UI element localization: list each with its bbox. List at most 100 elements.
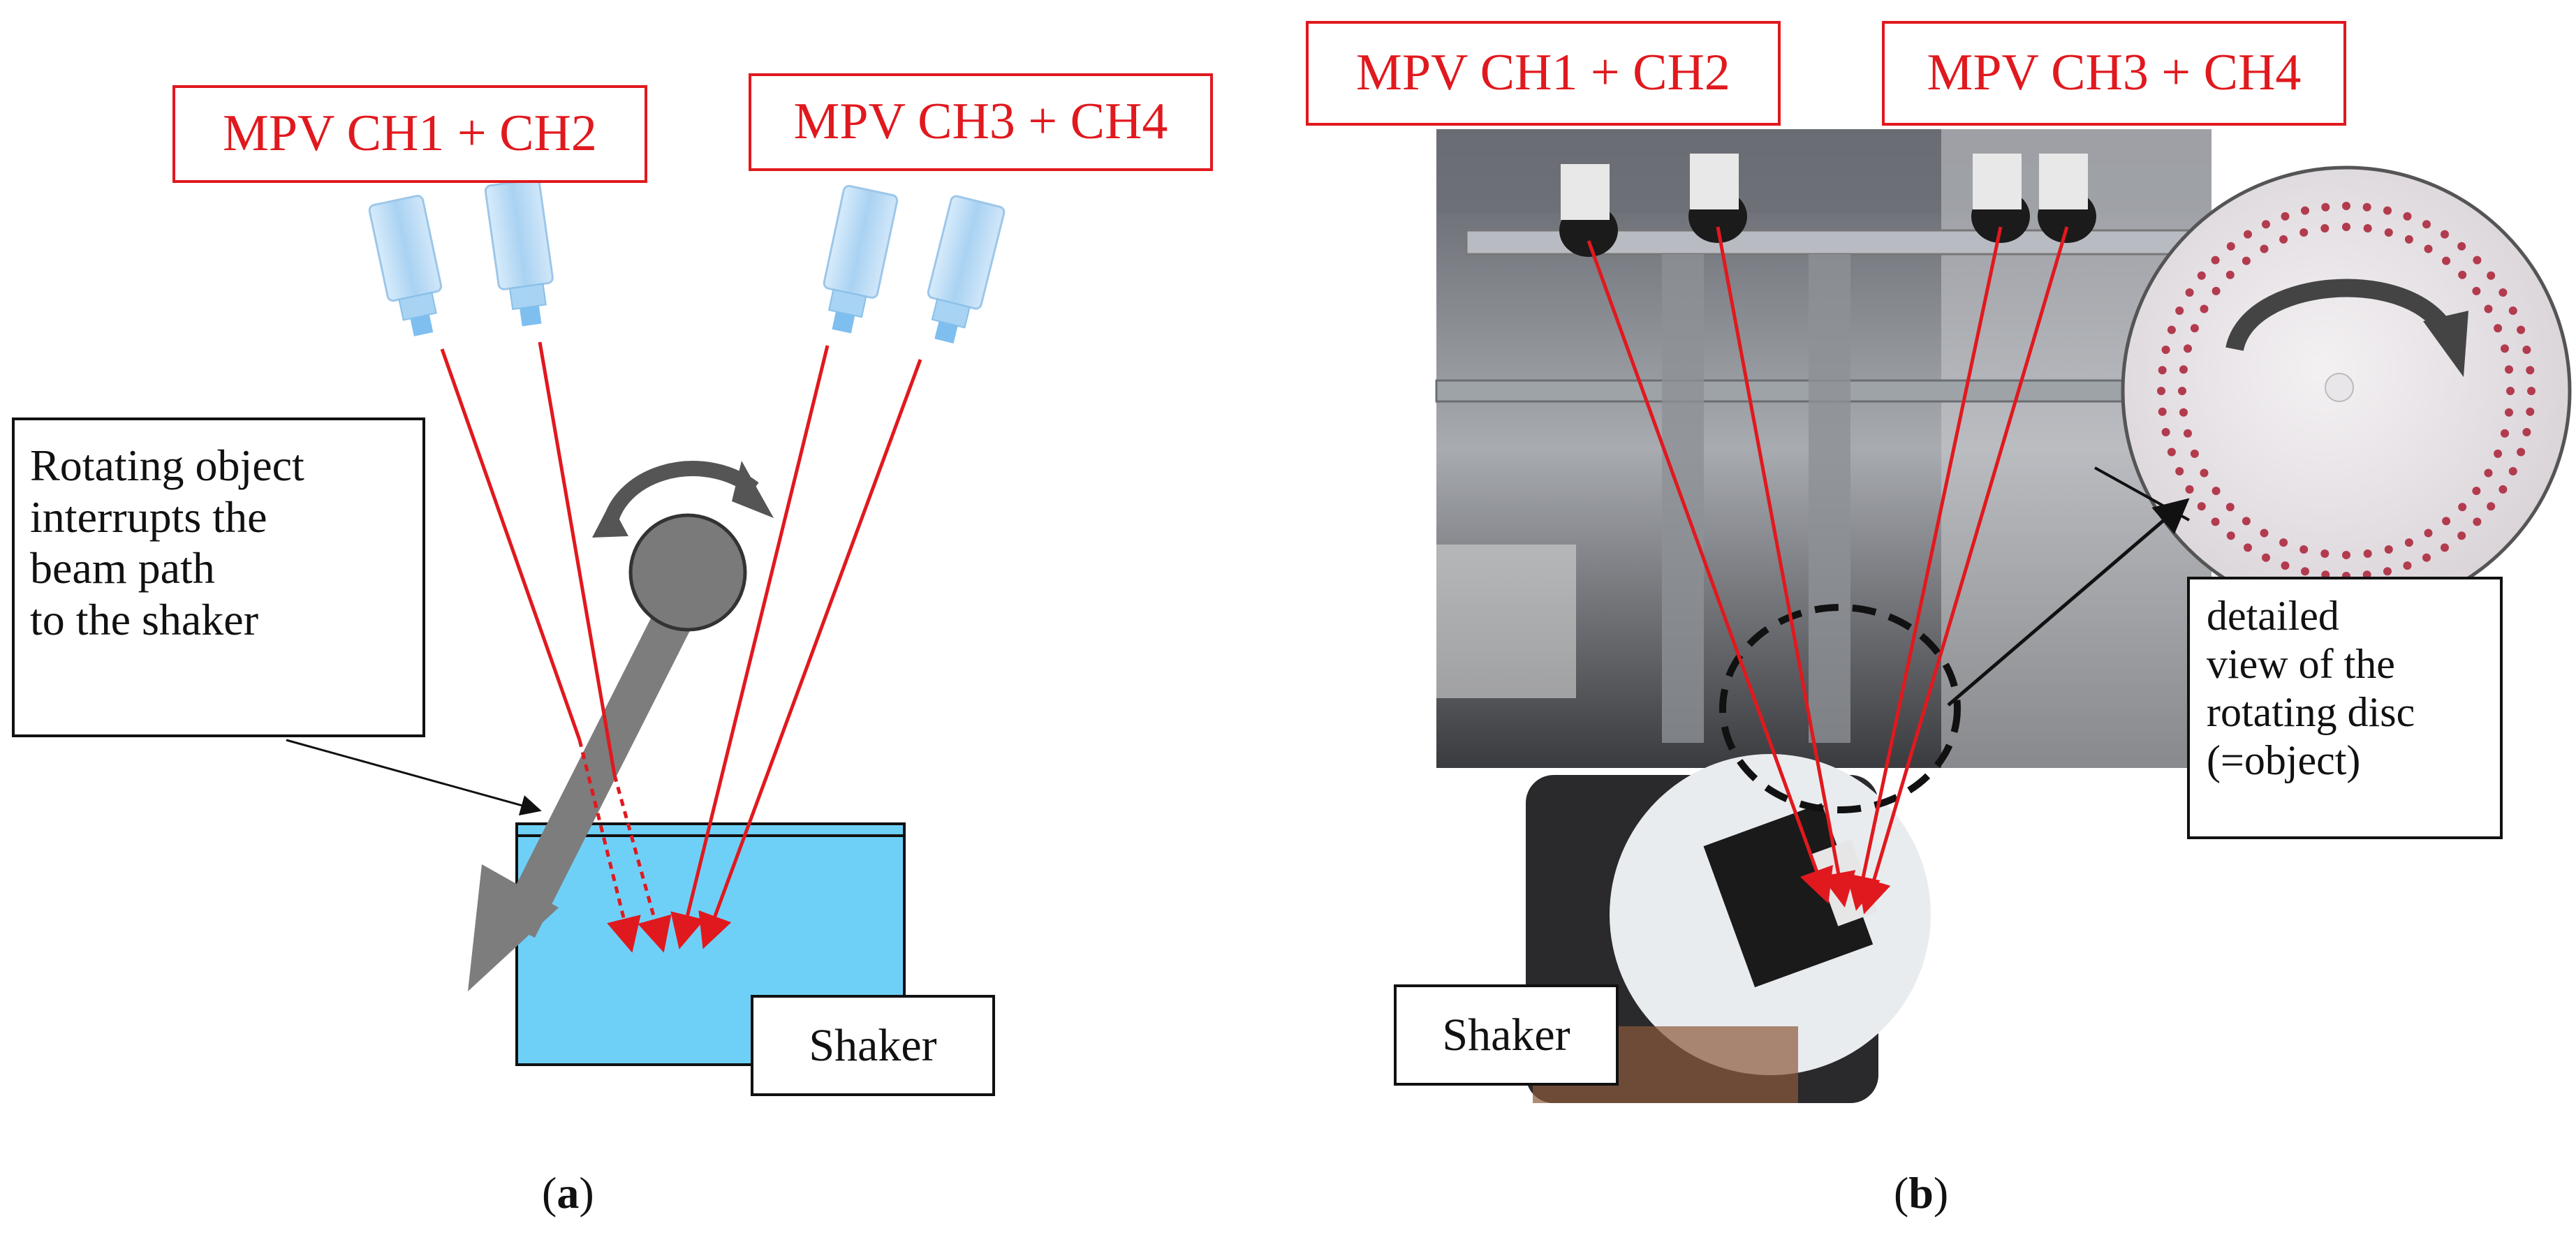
sensor-ch1-icon [368,194,443,337]
beam-b-ch2 [1716,226,1856,908]
disc-hole [2197,502,2206,511]
disc-hole [2384,228,2393,237]
disc-hole [2458,270,2467,279]
disc-hole [2320,224,2330,232]
focus-circle [1719,604,1961,813]
disc-hole [2505,408,2513,417]
disc-hole [2175,467,2184,475]
disc-hole [2404,538,2413,547]
disc-hole [2422,220,2431,229]
beam-b-ch3 [1846,226,2003,911]
disc-hole [2225,270,2235,279]
disc-hole [2226,242,2235,251]
disc-hole [2522,346,2531,354]
panel-a [286,178,1006,1066]
disc-hole [2262,220,2270,229]
disc-hole [2200,304,2209,313]
disc-hole [2498,288,2508,297]
disc-hole [2484,468,2493,478]
disc-hole [2158,366,2167,375]
disc-hole [2424,244,2433,253]
panel-b-letter: b [1908,1168,1934,1218]
disc-hole [2384,545,2393,554]
disc-hole [2281,561,2290,570]
rotating-object [468,461,774,991]
disc-hole [2242,256,2251,265]
beam-ch2-dotted [612,774,672,953]
disc-hole [2472,286,2481,295]
disc-hole [2185,288,2194,297]
disc-hole [2281,212,2290,221]
disc-hole [2167,325,2176,334]
disc-hole [2211,286,2221,295]
disc-hole [2242,517,2251,526]
disc-hole [2501,344,2509,353]
disc-hole [2404,235,2413,244]
mpv-ch3-ch4-label-b: MPV CH3 + CH4 [1882,21,2346,126]
disc-hole [2185,485,2194,494]
beam-ch2 [538,341,617,776]
disc-hole [2175,306,2184,315]
disc-hole [2179,365,2188,374]
disc-hole [2441,543,2449,552]
disc-hole [2279,235,2288,244]
disc-hole [2178,387,2186,395]
detail-pointer [1947,498,2190,707]
panel-b-caption: (b) [1894,1168,1949,1218]
sensor-ch2-icon [484,178,554,327]
disc-hole [2403,561,2412,570]
disc-hole [2458,503,2467,512]
sensor-ch4-icon [927,195,1006,344]
disc-hole [2508,306,2517,315]
beam-ch1 [440,348,582,741]
panel-a-caption: (a) [542,1168,594,1218]
detail-line-1: detailed [2207,593,2339,639]
laser-beams-a [440,341,922,953]
disc-hole [2211,517,2220,526]
disc-hole [2190,449,2199,458]
disc-hole [2526,366,2535,375]
disc-hole [2363,549,2372,558]
beam-ch4 [698,359,922,949]
disc-hole [2158,407,2167,416]
disc-hole [2184,429,2192,438]
disc-hole [2200,468,2209,478]
beam-b-ch1 [1587,240,1833,904]
disc-hole [2473,256,2482,265]
disc-hole [2301,567,2309,576]
panel-a-letter: a [557,1168,580,1218]
disc-hole [2320,549,2330,558]
disc-hole [2442,256,2451,265]
disc-hole [2498,485,2508,494]
disc-hole [2262,553,2270,562]
disc-hole [2299,228,2309,237]
beam-b-ch4 [1857,226,2069,915]
disc-hole [2383,206,2392,215]
disc-hole [2244,230,2252,239]
rotation-arrow-icon [601,461,759,532]
shaker-label-b: Shaker [1394,984,1619,1086]
disc-hole [2161,428,2170,436]
disc-hole [2363,224,2372,232]
disc-hole [2244,543,2252,552]
disc-hole [2424,529,2433,538]
disc-hole [2442,517,2451,526]
disc-hole [2487,271,2496,280]
detail-line-2: view of the [2207,641,2395,687]
disc-hole [2494,449,2503,458]
note-line-4: to the shaker [30,594,258,644]
disc-hole [2342,223,2350,231]
disc-hole [2279,538,2288,547]
beam-ch3 [670,345,830,949]
mpv-ch1-ch2-label-b: MPV CH1 + CH2 [1306,21,1781,126]
disc-hole [2197,271,2206,280]
disc-hole [2422,553,2431,562]
disc-hole [2167,448,2176,457]
disc-hole [2505,365,2513,374]
disc-hole [2441,230,2449,239]
photo-sensor-heads [1559,154,2096,257]
disc-hole [2526,407,2535,416]
disc-hole [2342,551,2350,559]
disc-hole [2161,346,2170,354]
